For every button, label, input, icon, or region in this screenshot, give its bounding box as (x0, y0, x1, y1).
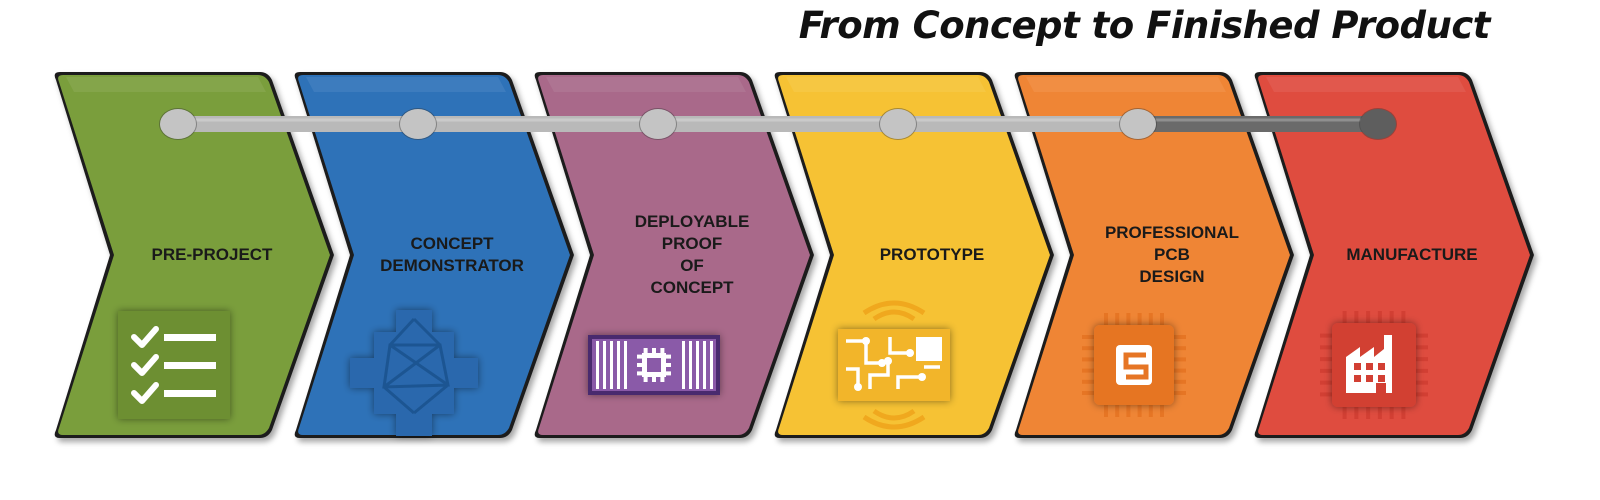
stage-chevron (1018, 75, 1290, 435)
checklist-icon (118, 311, 230, 419)
timeline-node (160, 109, 196, 139)
stage-label: PROFESSIONAL (1105, 223, 1239, 242)
stage-label: CONCEPT (650, 278, 734, 297)
network-block-icon (350, 310, 478, 436)
factory-chip-icon (1320, 311, 1428, 419)
timeline-node (1360, 109, 1396, 139)
timeline-node (880, 109, 916, 139)
stage-label: DEMONSTRATOR (380, 256, 524, 275)
stage-highlight (546, 77, 746, 92)
stage-label: PROOF (662, 234, 722, 253)
stage-highlight (1266, 77, 1466, 92)
stage-highlight (786, 77, 986, 92)
timeline-node (640, 109, 676, 139)
stage-highlight (1026, 77, 1226, 92)
page-title: From Concept to Finished Product (798, 4, 1491, 47)
timeline (159, 108, 1397, 140)
stage-highlight (66, 77, 266, 92)
timeline-node (1120, 109, 1156, 139)
wireless-pcb-icon (838, 300, 950, 430)
stage-label: CONCEPT (410, 234, 494, 253)
stage-label: PRE-PROJECT (152, 245, 274, 264)
pcb-chip-icon (1082, 313, 1186, 417)
stage-label: PCB (1154, 245, 1190, 264)
stage-labels: PRE-PROJECT CONCEPT DEMONSTRATOR DEPLOYABLE… (152, 212, 1478, 297)
stage-icons (118, 300, 1428, 436)
stage-label: MANUFACTURE (1346, 245, 1477, 264)
stage-label: OF (680, 256, 704, 275)
stage-chevron (298, 75, 570, 435)
timeline-node (400, 109, 436, 139)
stage-highlight (306, 77, 506, 92)
stage-label: DESIGN (1139, 267, 1204, 286)
stage-label: PROTOTYPE (880, 245, 985, 264)
stage-label: DEPLOYABLE (635, 212, 750, 231)
circuit-board-chip-icon (588, 335, 720, 395)
stage-2 (294, 72, 574, 438)
stage-chevron (1258, 75, 1530, 435)
stage-chevrons (54, 72, 1534, 438)
